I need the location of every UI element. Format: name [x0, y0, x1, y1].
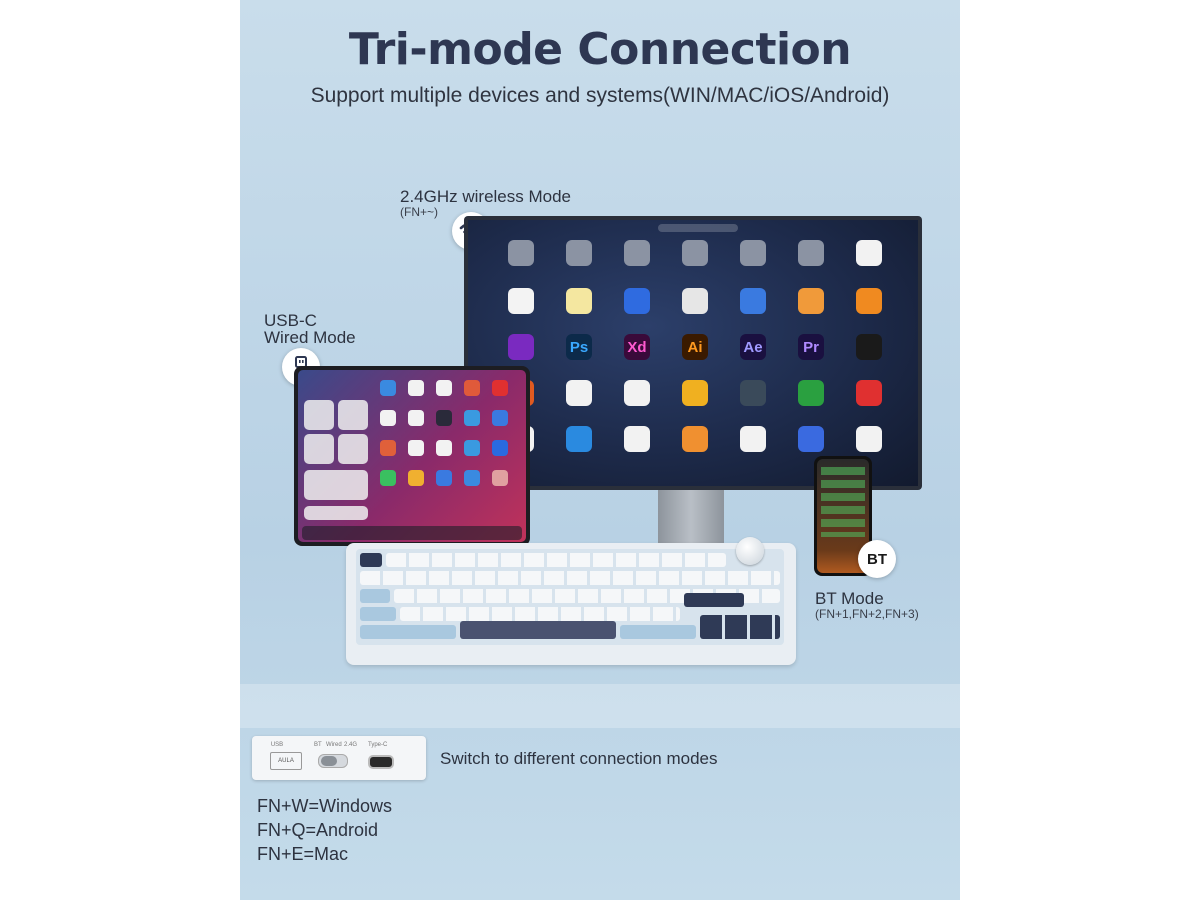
switch-usb-label: USB: [270, 742, 284, 748]
xd-icon: Xd: [624, 334, 650, 360]
keyboard: [346, 537, 796, 665]
page-title: Tri-mode Connection: [348, 24, 852, 75]
page-subtitle: Support multiple devices and systems(WIN…: [310, 84, 890, 107]
aula-logo: AULA: [270, 752, 302, 770]
illustrator-icon: Ai: [682, 334, 708, 360]
os-shortcut-android: FN+Q=Android: [257, 820, 379, 840]
wired-mode-label-line1: USB-C: [264, 311, 317, 330]
after-effects-icon: Ae: [740, 334, 766, 360]
premiere-icon: Pr: [798, 334, 824, 360]
switch-typec-label: Type-C: [368, 742, 388, 748]
wired-mode-label-line2: Wired Mode: [264, 328, 356, 347]
os-shortcut-windows: FN+W=Windows: [257, 796, 393, 816]
monitor-stand: [658, 490, 724, 552]
monitor-screen: Ps Xd Ai Ae Pr: [468, 220, 918, 486]
connection-switch: USB AULA BT Wired 2.4G Type-C: [252, 736, 426, 780]
os-shortcut-mac: FN+E=Mac: [257, 844, 349, 864]
bt-mode-label: BT Mode: [815, 589, 884, 608]
photoshop-icon: Ps: [566, 334, 592, 360]
volume-knob: [736, 537, 764, 565]
switch-bt-label: BT: [314, 742, 322, 748]
bt-shortcut: (FN+1,FN+2,FN+3): [815, 607, 919, 621]
tablet: [294, 366, 530, 546]
switch-24g-label: 2.4G: [344, 742, 358, 748]
product-panel: Tri-mode Connection Support multiple dev…: [240, 0, 960, 900]
bt-badge: BT: [858, 540, 896, 578]
switch-wired-label: Wired: [326, 742, 342, 748]
desk-surface: [240, 684, 960, 728]
monitor: Ps Xd Ai Ae Pr: [464, 216, 922, 490]
wireless-mode-label: 2.4GHz wireless Mode: [400, 187, 572, 206]
mode-toggle[interactable]: [318, 754, 348, 768]
usb-c-port: [368, 755, 394, 769]
switch-description: Switch to different connection modes: [440, 749, 718, 768]
tablet-screen: [298, 370, 526, 542]
wireless-shortcut: (FN+~): [400, 205, 439, 219]
